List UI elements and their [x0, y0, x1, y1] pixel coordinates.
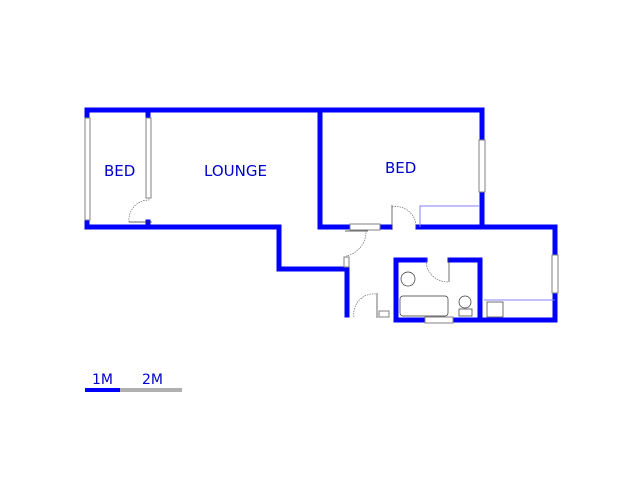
scale-label-2m: 2M — [142, 372, 163, 388]
fixtures — [399, 205, 555, 318]
window-passage — [349, 223, 381, 231]
room-label-lounge: LOUNGE — [204, 162, 267, 180]
window-left — [84, 117, 91, 221]
room-label-bed-1: BED — [104, 162, 135, 180]
sink — [486, 301, 504, 318]
window-bed-right — [478, 139, 486, 193]
doors — [128, 199, 450, 318]
room-label-bed-2: BED — [385, 159, 416, 177]
windows — [84, 117, 559, 324]
toilet — [458, 295, 472, 309]
bathtub — [399, 295, 449, 317]
window-kitchen — [551, 254, 559, 294]
window-partition — [145, 117, 152, 199]
basin — [400, 271, 416, 287]
window-bath — [424, 316, 454, 324]
scale-label-1m: 1M — [92, 372, 113, 388]
